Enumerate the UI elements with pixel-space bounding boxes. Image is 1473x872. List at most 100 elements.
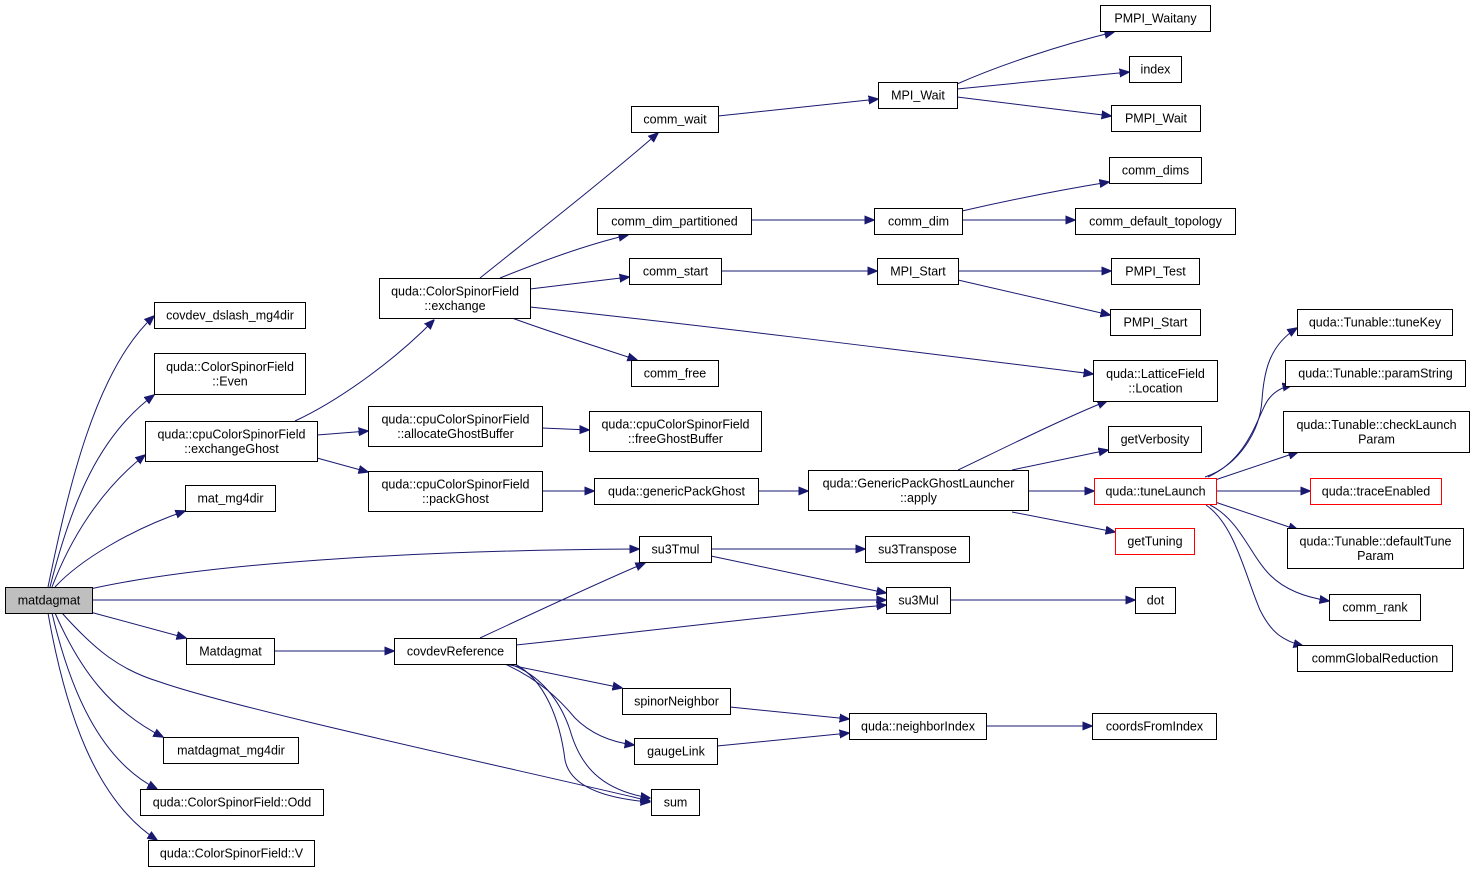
node-box — [1109, 157, 1202, 184]
node-traceenabled[interactable]: quda::traceEnabled — [1310, 478, 1442, 505]
node-box — [849, 713, 987, 740]
edge-cpu_exchangeGhost-cpu_allocateGhostBuffer — [316, 431, 368, 435]
node-su3mul[interactable]: su3Mul — [886, 587, 951, 614]
node-box — [589, 411, 762, 452]
node-spinorneighbor[interactable]: spinorNeighbor — [622, 688, 731, 715]
node-label: PMPI_Test — [1125, 265, 1186, 279]
node-box — [597, 208, 752, 235]
node-matdagmat[interactable]: matdagmat — [5, 587, 93, 614]
node-box — [634, 738, 718, 765]
node-lf-location[interactable]: quda::LatticeField::Location — [1093, 360, 1218, 402]
node-coordsfromindex[interactable]: coordsFromIndex — [1092, 713, 1217, 740]
node-su3transpose[interactable]: su3Transpose — [865, 536, 970, 563]
node-gaugelink[interactable]: gaugeLink — [634, 738, 718, 765]
node-box — [1285, 360, 1466, 387]
node-label: quda::GenericPackGhostLauncher — [823, 476, 1015, 490]
node-comm-free[interactable]: comm_free — [631, 360, 719, 387]
node-getverbosity[interactable]: getVerbosity — [1108, 426, 1202, 453]
node-dot[interactable]: dot — [1135, 587, 1176, 614]
node-box — [154, 302, 306, 329]
edge-csf_exchange-comm_wait — [479, 133, 658, 279]
node-tunelaunch[interactable]: quda::tuneLaunch — [1094, 478, 1217, 505]
node-comm-start[interactable]: comm_start — [629, 258, 722, 285]
node-csf-exchange[interactable]: quda::ColorSpinorField::exchange — [379, 278, 531, 319]
node-comm-dims[interactable]: comm_dims — [1109, 157, 1202, 184]
node-covdevreference[interactable]: covdevReference — [394, 638, 517, 665]
node-pmpi-test[interactable]: PMPI_Test — [1111, 258, 1200, 285]
node-csf-even[interactable]: quda::ColorSpinorField::Even — [154, 353, 306, 395]
node-label: ::Location — [1128, 381, 1182, 395]
node-covdev-dslash-mg4dir[interactable]: covdev_dslash_mg4dir — [154, 302, 306, 329]
edge-cpu_allocateGhostBuffer-cpu_freeGhostBuffer — [541, 428, 589, 430]
node-box — [1111, 258, 1200, 285]
node-label: comm_dims — [1122, 164, 1189, 178]
node-label: Param — [1357, 549, 1394, 563]
node-comm-dim[interactable]: comm_dim — [874, 208, 963, 235]
node-box — [1129, 56, 1182, 83]
edge-covdevReference-su3Tmul — [479, 563, 645, 639]
node-label: quda::cpuColorSpinorField — [601, 417, 749, 431]
node-label: PMPI_Wait — [1125, 112, 1188, 126]
node-label: quda::tuneLaunch — [1105, 485, 1205, 499]
call-nodes: matdagmatcovdev_dslash_mg4dirquda::Color… — [5, 5, 1470, 867]
node-sum[interactable]: sum — [651, 789, 700, 816]
node-genericpackghost[interactable]: quda::genericPackGhost — [594, 478, 759, 505]
node-su3tmul[interactable]: su3Tmul — [639, 536, 712, 563]
node-label: su3Mul — [898, 594, 938, 608]
edge-tuneLaunch-commGlobalReduction — [1205, 504, 1303, 646]
node-tunekey[interactable]: quda::Tunable::tuneKey — [1297, 309, 1453, 336]
edge-tuneLaunch-checkLaunchParam — [1214, 452, 1298, 481]
node-comm-default-topology[interactable]: comm_default_topology — [1075, 208, 1236, 235]
node-label: su3Tmul — [652, 543, 700, 557]
node-commglobalreduction[interactable]: commGlobalReduction — [1297, 645, 1453, 672]
node-label: su3Transpose — [878, 543, 957, 557]
node-comm-rank[interactable]: comm_rank — [1329, 594, 1421, 621]
edge-MPI_Start-PMPI_Start — [957, 279, 1110, 315]
node-gettuning[interactable]: getTuning — [1115, 528, 1195, 555]
edge-spinorNeighbor-neighborIndex — [729, 706, 849, 719]
node-label: quda::Tunable::tuneKey — [1309, 316, 1442, 330]
node-label: quda::ColorSpinorField::V — [160, 847, 304, 861]
node-box — [1108, 426, 1202, 453]
node-mat-mg4dir[interactable]: mat_mg4dir — [185, 485, 276, 512]
node-pmpi-start[interactable]: PMPI_Start — [1110, 309, 1201, 336]
node-label: PMPI_Start — [1124, 316, 1188, 330]
node-gpgl-apply[interactable]: quda::GenericPackGhostLauncher::apply — [808, 470, 1029, 511]
node-box — [1093, 360, 1218, 402]
node-box — [5, 587, 93, 614]
node-label: ::exchangeGhost — [184, 442, 279, 456]
edge-gaugeLink-neighborIndex — [716, 733, 849, 747]
node-box — [808, 470, 1029, 511]
node-matdagmat[interactable]: Matdagmat — [186, 638, 275, 665]
node-csf-odd[interactable]: quda::ColorSpinorField::Odd — [140, 789, 324, 816]
node-comm-dim-partitioned[interactable]: comm_dim_partitioned — [597, 208, 752, 235]
edge-covdevReference-sum2 — [514, 663, 650, 802]
node-mpi-start[interactable]: MPI_Start — [877, 258, 959, 285]
node-paramstring[interactable]: quda::Tunable::paramString — [1285, 360, 1466, 387]
node-cpu-exchangeghost[interactable]: quda::cpuColorSpinorField::exchangeGhost — [145, 421, 318, 462]
node-pmpi-wait[interactable]: PMPI_Wait — [1111, 105, 1201, 132]
node-cpu-freeghostbuffer[interactable]: quda::cpuColorSpinorField::freeGhostBuff… — [589, 411, 762, 452]
node-csf-v[interactable]: quda::ColorSpinorField::V — [148, 840, 315, 867]
node-pmpi-waitany[interactable]: PMPI_Waitany — [1100, 5, 1211, 32]
node-comm-wait[interactable]: comm_wait — [631, 106, 719, 133]
node-cpu-allocateghostbuffer[interactable]: quda::cpuColorSpinorField::allocateGhost… — [368, 406, 543, 447]
node-index[interactable]: index — [1129, 56, 1182, 83]
edge-gpgl_apply-getVerbosity — [1011, 450, 1108, 471]
edge-matdagmat-matdagmat_mg4dir — [54, 612, 163, 737]
node-box — [186, 638, 275, 665]
node-label: commGlobalReduction — [1312, 652, 1438, 666]
node-box — [185, 485, 276, 512]
edge-tuneLaunch-paramString — [1207, 385, 1292, 478]
node-mpi-wait[interactable]: MPI_Wait — [878, 82, 958, 109]
node-matdagmat-mg4dir[interactable]: matdagmat_mg4dir — [163, 737, 299, 764]
node-label: dot — [1147, 594, 1165, 608]
node-label: quda::traceEnabled — [1322, 485, 1430, 499]
node-cpu-packghost[interactable]: quda::cpuColorSpinorField::packGhost — [368, 471, 543, 512]
node-label: quda::Tunable::paramString — [1298, 367, 1453, 381]
node-label: quda::ColorSpinorField::Odd — [153, 796, 311, 810]
node-neighborindex[interactable]: quda::neighborIndex — [849, 713, 987, 740]
node-label: matdagmat_mg4dir — [177, 744, 285, 758]
